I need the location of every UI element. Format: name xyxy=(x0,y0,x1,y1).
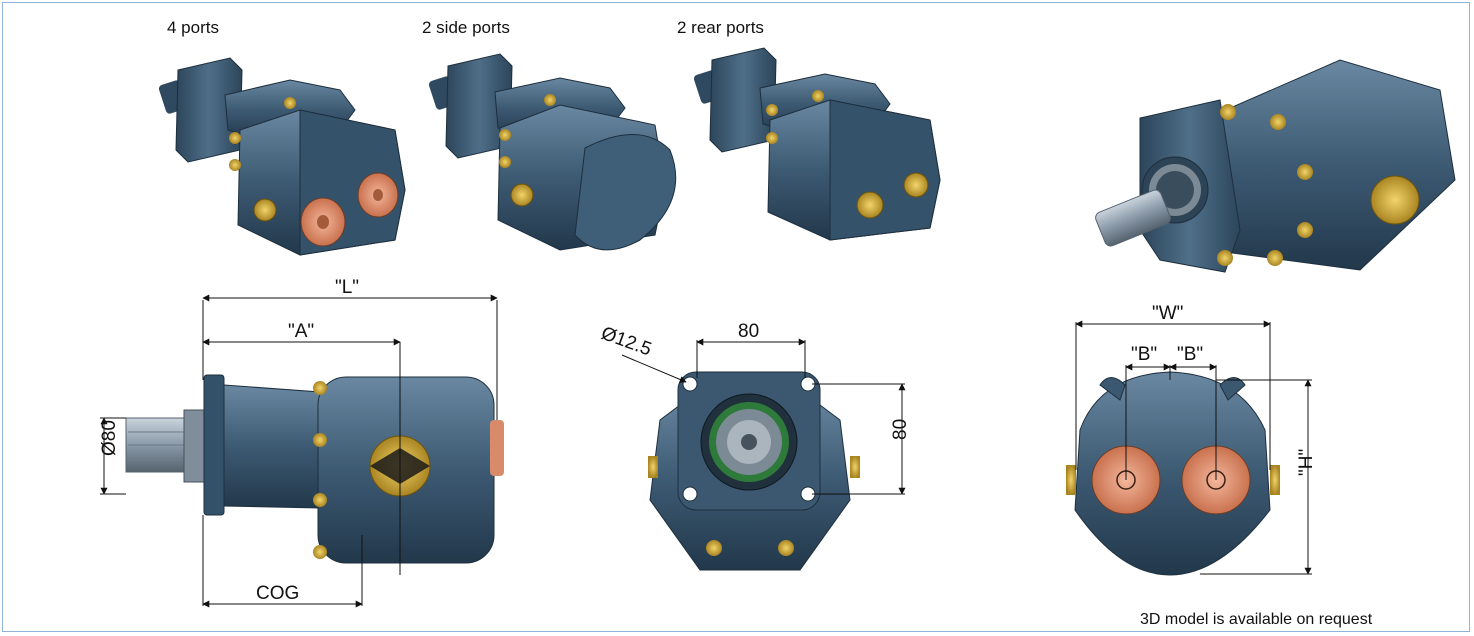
label-2-rear-ports: 2 rear ports xyxy=(677,18,764,37)
dim-bolt-vertical-label: 80 xyxy=(890,419,911,440)
pump-rear-view xyxy=(1066,371,1280,576)
pump-iso-2-rear-ports xyxy=(693,47,941,241)
pump-iso-2-side-ports xyxy=(428,53,677,251)
dim-shaft-dia-label: Ø80 xyxy=(99,420,120,456)
pump-iso-front-view xyxy=(1095,59,1456,273)
dim-B-left-label: "B" xyxy=(1131,344,1157,365)
dim-hole-dia-label: Ø12.5 xyxy=(598,323,654,360)
dim-B-right-label: "B" xyxy=(1177,344,1203,365)
pump-side-view xyxy=(125,374,504,564)
dim-L-label: "L" xyxy=(335,277,359,298)
pump-front-view xyxy=(648,371,860,571)
dim-A-label: "A" xyxy=(288,321,314,342)
dim-bolt-horizontal-label: 80 xyxy=(738,321,759,342)
pump-iso-4-ports xyxy=(158,57,406,256)
front-view-dimensions xyxy=(621,338,906,495)
dim-W-label: "W" xyxy=(1152,303,1183,324)
rear-view-dimensions xyxy=(1075,320,1312,575)
side-view-dimensions xyxy=(100,294,498,608)
model-request-note: 3D model is available on request xyxy=(1140,611,1373,628)
label-4-ports: 4 ports xyxy=(167,18,219,37)
dim-H-label: "H" xyxy=(1296,449,1317,476)
label-2-side-ports: 2 side ports xyxy=(422,18,510,37)
dim-COG-label: COG xyxy=(256,583,299,604)
